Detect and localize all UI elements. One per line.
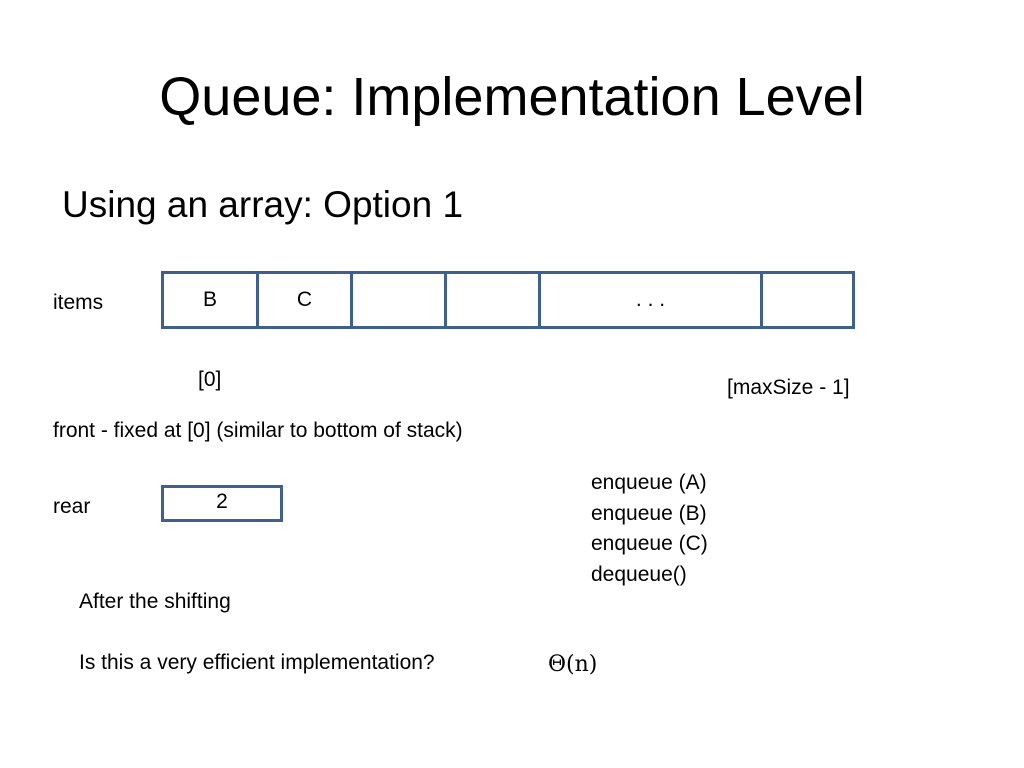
index-first-label: [0]: [198, 368, 222, 391]
array-cell-3: [444, 271, 538, 329]
complexity-label: Θ(n): [548, 652, 598, 677]
items-label: items: [53, 291, 104, 314]
array-cell-2: [350, 271, 444, 329]
operation-item: enqueue (B): [591, 501, 707, 525]
front-description: front - fixed at [0] (similar to bottom …: [53, 419, 463, 442]
slide-title: Queue: Implementation Level: [159, 67, 865, 127]
after-shifting-text: After the shifting: [79, 590, 231, 613]
operations-list: enqueue (A) enqueue (B) enqueue (C) dequ…: [591, 468, 708, 590]
array-cell-ellipsis: . . .: [538, 271, 760, 329]
operation-item: dequeue(): [591, 562, 687, 586]
rear-value-box: 2: [161, 485, 283, 522]
slide-subtitle: Using an array: Option 1: [62, 184, 464, 225]
array-cell-1: C: [256, 271, 350, 329]
array-cell-0: B: [161, 271, 256, 329]
operation-item: enqueue (C): [591, 532, 708, 555]
operation-item: enqueue (A): [591, 471, 707, 494]
array-cell-last: [760, 271, 855, 329]
efficiency-question: Is this a very efficient implementation?: [79, 651, 435, 674]
items-array: B C . . .: [161, 271, 855, 333]
rear-label: rear: [53, 495, 91, 518]
index-last-label: [maxSize - 1]: [727, 376, 850, 399]
